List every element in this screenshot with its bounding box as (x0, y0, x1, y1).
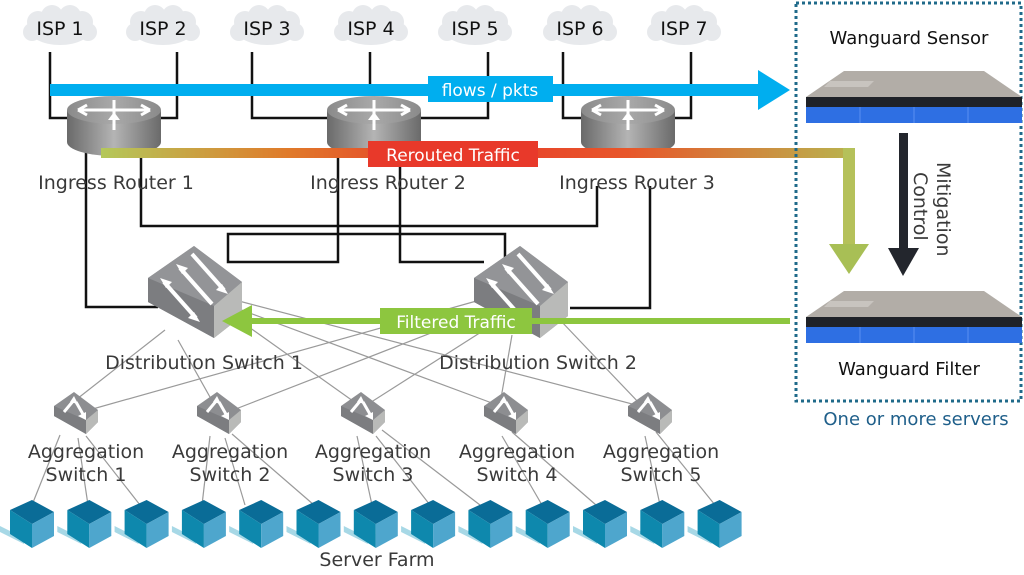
ingress-router-1 (65, 94, 163, 158)
svg-text:ISP 2: ISP 2 (139, 18, 186, 40)
server-9 (458, 500, 513, 548)
isp-cloud-5: ISP 5 (438, 5, 512, 45)
aggregation-switch-1 (52, 390, 100, 436)
router-label-2: Ingress Router 2 (310, 172, 466, 194)
wanguard-sensor-label: Wanguard Sensor (830, 28, 989, 49)
server-8 (401, 500, 456, 548)
server-farm (0, 500, 742, 548)
aggregation-switch-2 (195, 390, 243, 436)
ingress-router-3 (579, 94, 677, 158)
svg-text:ISP 5: ISP 5 (451, 18, 498, 40)
server-3 (114, 500, 169, 548)
distribution-label-2: Distribution Switch 2 (439, 352, 637, 374)
distribution-label-1: Distribution Switch 1 (105, 352, 303, 374)
server-1 (0, 500, 54, 548)
aggregation-server-links (31, 429, 716, 506)
svg-text:ISP 1: ISP 1 (36, 18, 83, 40)
isp-cloud-3: ISP 3 (230, 5, 304, 45)
svg-text:ISP 6: ISP 6 (556, 18, 603, 40)
isp-cloud-6: ISP 6 (543, 5, 617, 45)
svg-text:Switch 1: Switch 1 (46, 464, 127, 486)
server-7 (343, 500, 398, 548)
svg-text:Switch 4: Switch 4 (477, 464, 558, 486)
server-10 (515, 500, 570, 548)
server-2 (57, 500, 112, 548)
aggregation-switch-3 (339, 390, 387, 436)
filtered-label: Filtered Traffic (396, 313, 515, 333)
svg-text:Aggregation: Aggregation (315, 441, 431, 463)
svg-text:Aggregation: Aggregation (459, 441, 575, 463)
wanguard-filter-appliance (805, 290, 1023, 344)
isp-cloud-7: ISP 7 (647, 5, 721, 45)
svg-text:ISP 4: ISP 4 (347, 18, 394, 40)
svg-text:Switch 3: Switch 3 (333, 464, 414, 486)
isp-router-links (48, 52, 693, 120)
wanguard-group-caption: One or more servers (823, 409, 1008, 430)
svg-text:Switch 2: Switch 2 (190, 464, 271, 486)
aggregation-switch-4 (482, 390, 530, 436)
svg-text:ISP 7: ISP 7 (660, 18, 707, 40)
server-11 (573, 500, 627, 548)
server-farm-label: Server Farm (319, 549, 434, 571)
wanguard-group: Wanguard Sensor Mitigation Control Wangu… (794, 1, 1023, 403)
svg-text:Switch 5: Switch 5 (621, 464, 702, 486)
svg-text:Mitigation: Mitigation (932, 162, 954, 257)
rerouted-traffic-arrow: Rerouted Traffic (101, 141, 869, 274)
svg-text:Aggregation: Aggregation (172, 441, 288, 463)
router-label-1: Ingress Router 1 (38, 172, 194, 194)
wanguard-filter-label: Wanguard Filter (838, 359, 980, 380)
svg-text:ISP 3: ISP 3 (243, 18, 290, 40)
isp-cloud-2: ISP 2 (126, 5, 200, 45)
isp-cloud-1: ISP 1 (23, 5, 97, 45)
mitigation-control-arrow: Mitigation Control (888, 133, 954, 276)
svg-text:Aggregation: Aggregation (603, 441, 719, 463)
server-6 (286, 500, 341, 548)
server-12 (630, 500, 685, 548)
wanguard-sensor-appliance (805, 70, 1023, 124)
rerouted-label: Rerouted Traffic (386, 146, 520, 166)
isp-clouds: ISP 1 ISP 2 ISP 3 ISP 4 ISP 5 ISP 6 ISP … (23, 5, 721, 45)
aggregation-labels: Aggregation Switch 1 Aggregation Switch … (28, 441, 719, 486)
svg-text:Control: Control (909, 172, 931, 241)
filtered-traffic-arrow: Filtered Traffic (222, 305, 790, 337)
flows-label: flows / pkts (442, 81, 539, 101)
svg-text:Aggregation: Aggregation (28, 441, 144, 463)
flows-export-arrow: flows / pkts (50, 70, 790, 110)
router-distribution-links (84, 150, 652, 310)
server-4 (171, 500, 226, 548)
server-5 (229, 500, 284, 548)
server-13 (687, 500, 742, 548)
router-label-3: Ingress Router 3 (559, 172, 715, 194)
isp-cloud-4: ISP 4 (334, 5, 408, 45)
